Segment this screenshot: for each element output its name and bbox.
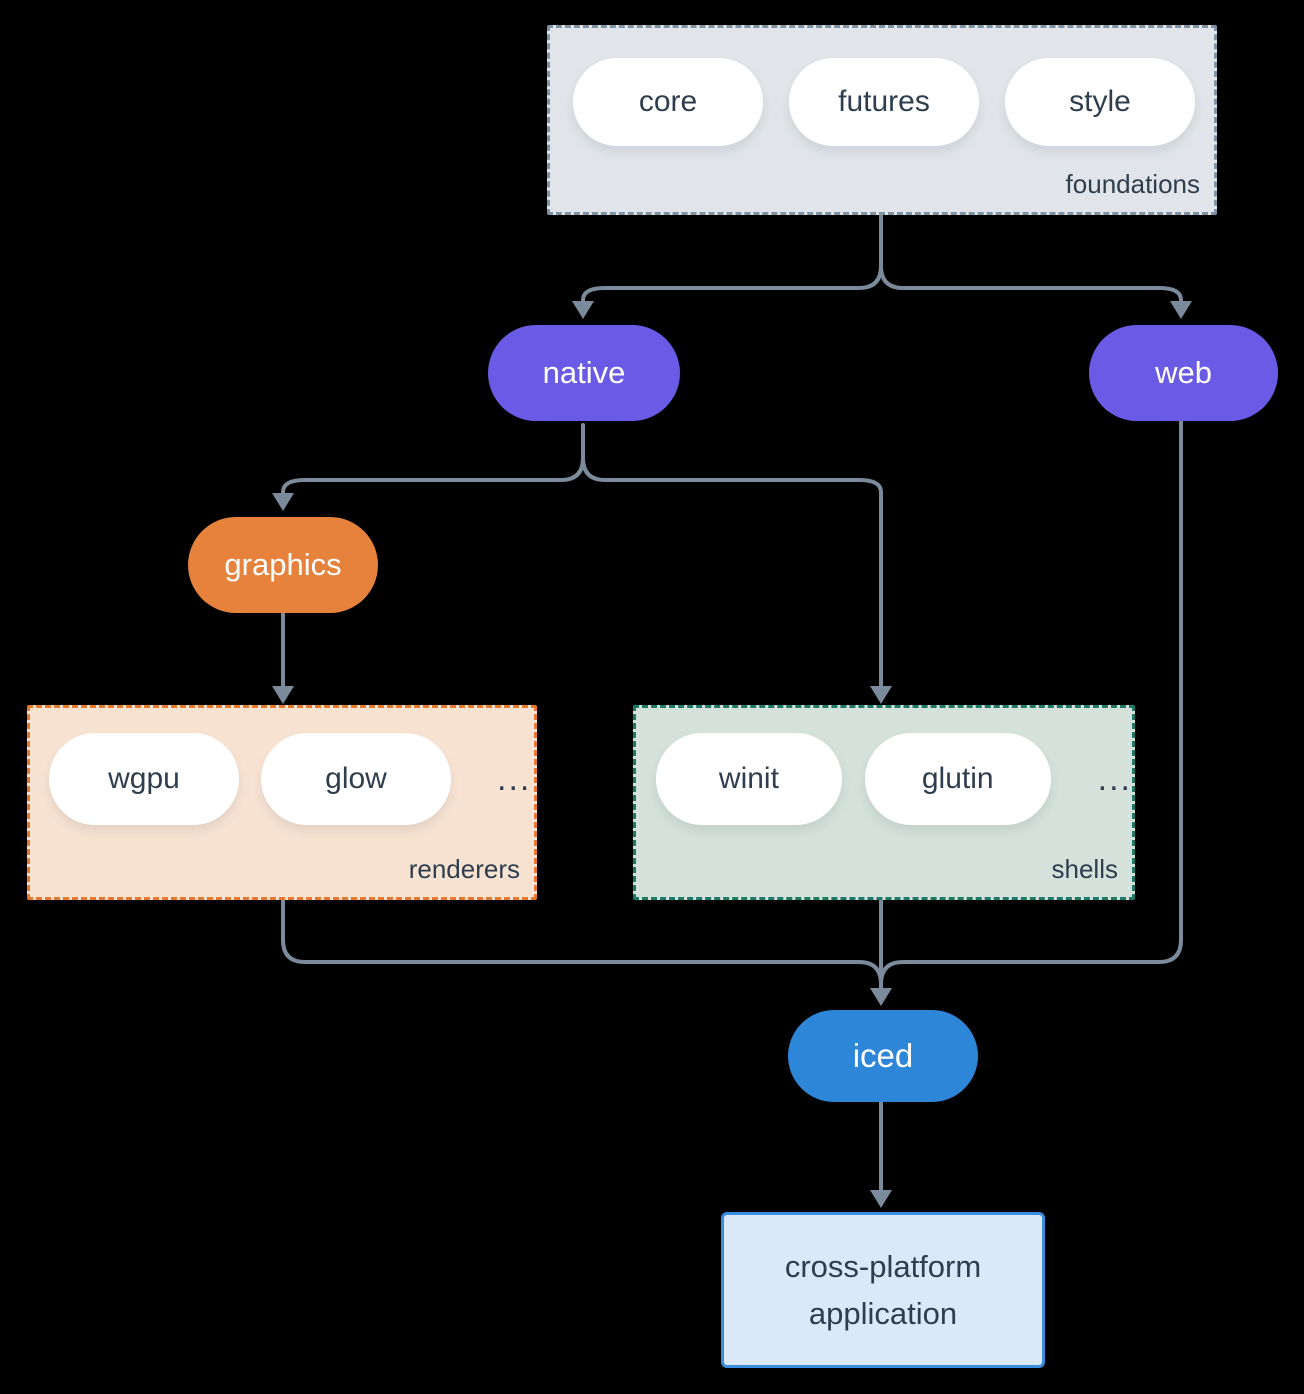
arrowhead-iced — [870, 988, 892, 1006]
arrowhead-graphics — [272, 493, 294, 511]
pill-glutin: glutin — [864, 733, 1051, 825]
node-native: native — [488, 325, 680, 421]
foundations-label: foundations — [1065, 169, 1200, 199]
shells-group: winit glutin ... shells — [633, 705, 1135, 900]
renderers-ellipsis: ... — [497, 759, 532, 798]
pill-wgpu: wgpu — [49, 733, 239, 825]
arrowhead-native — [572, 301, 594, 319]
shells-ellipsis: ... — [1097, 759, 1132, 798]
foundations-group: core futures style foundations — [547, 25, 1217, 215]
node-iced: iced — [788, 1010, 978, 1102]
renderers-group: wgpu glow ... renderers — [27, 705, 537, 900]
connector-renderers-merge — [281, 898, 883, 986]
pill-winit: winit — [656, 733, 842, 825]
arrowhead-shells — [870, 686, 892, 704]
connector-foundations-native — [581, 264, 883, 305]
renderers-label: renderers — [408, 854, 520, 884]
connector-native-graphics — [281, 456, 585, 497]
application-label-line2: application — [808, 1296, 958, 1331]
arrowhead-renderers — [272, 686, 294, 704]
connector-foundations-web — [879, 264, 1183, 305]
connector-native-shells — [581, 456, 883, 690]
pill-style: style — [1005, 58, 1195, 146]
arrowhead-web — [1170, 301, 1192, 319]
application-box: cross-platform application — [721, 1212, 1045, 1368]
node-web: web — [1089, 325, 1278, 421]
pill-futures: futures — [789, 58, 979, 146]
node-graphics: graphics — [188, 517, 378, 613]
application-label-line1: cross-platform — [784, 1249, 982, 1284]
shells-label: shells — [1051, 854, 1118, 884]
pill-core: core — [573, 58, 763, 146]
pill-glow: glow — [261, 733, 451, 825]
arrowhead-application — [870, 1190, 892, 1208]
